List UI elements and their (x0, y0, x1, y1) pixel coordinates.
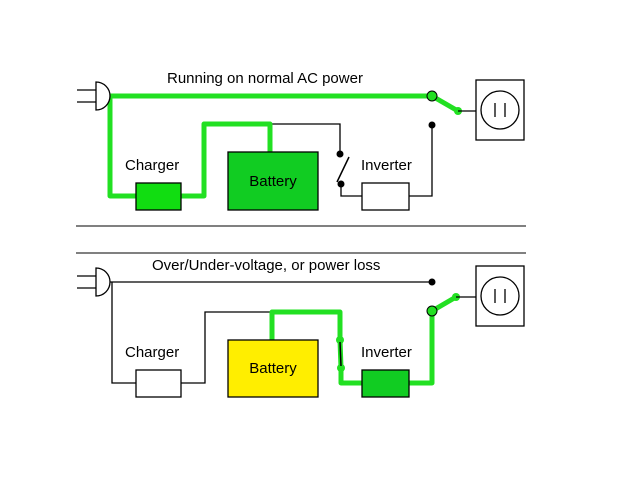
top-inverter-label: Inverter (361, 157, 412, 174)
bottom-transfer-contact-inv (426, 305, 438, 317)
top-battery-label: Battery (249, 173, 297, 190)
bottom-transfer-contact-ac (428, 278, 436, 286)
bottom-panel-title: Over/Under-voltage, or power loss (152, 257, 380, 274)
bottom-inverter-label: Inverter (361, 344, 412, 361)
bottom-plug-icon (77, 267, 111, 297)
top-charger-box (135, 182, 182, 211)
top-outlet-icon (475, 79, 525, 141)
top-transfer-contact-inv (428, 121, 436, 129)
bottom-charger-label: Charger (125, 344, 179, 361)
bottom-outlet-icon (475, 265, 525, 327)
top-panel: Charger Battery Inverter Running on norm… (77, 70, 525, 211)
bottom-charger-box (135, 369, 182, 398)
top-battery-box (227, 151, 319, 211)
bottom-inactive-wires (96, 281, 432, 384)
bottom-inverter-box (361, 369, 410, 398)
top-inverter-box (361, 182, 410, 211)
top-plug-icon (77, 81, 111, 111)
top-inverter-switch-icon (336, 150, 350, 188)
top-transfer-contact-ac (426, 90, 438, 102)
top-panel-title: Running on normal AC power (167, 70, 363, 87)
bottom-inverter-switch-icon (336, 336, 345, 372)
top-inactive-wires (270, 123, 433, 197)
top-charger-label: Charger (125, 157, 179, 174)
bottom-battery-box (227, 339, 319, 398)
bottom-panel: Charger Battery Inverter Over/Under-volt… (77, 257, 525, 398)
bottom-battery-label: Battery (249, 360, 297, 377)
